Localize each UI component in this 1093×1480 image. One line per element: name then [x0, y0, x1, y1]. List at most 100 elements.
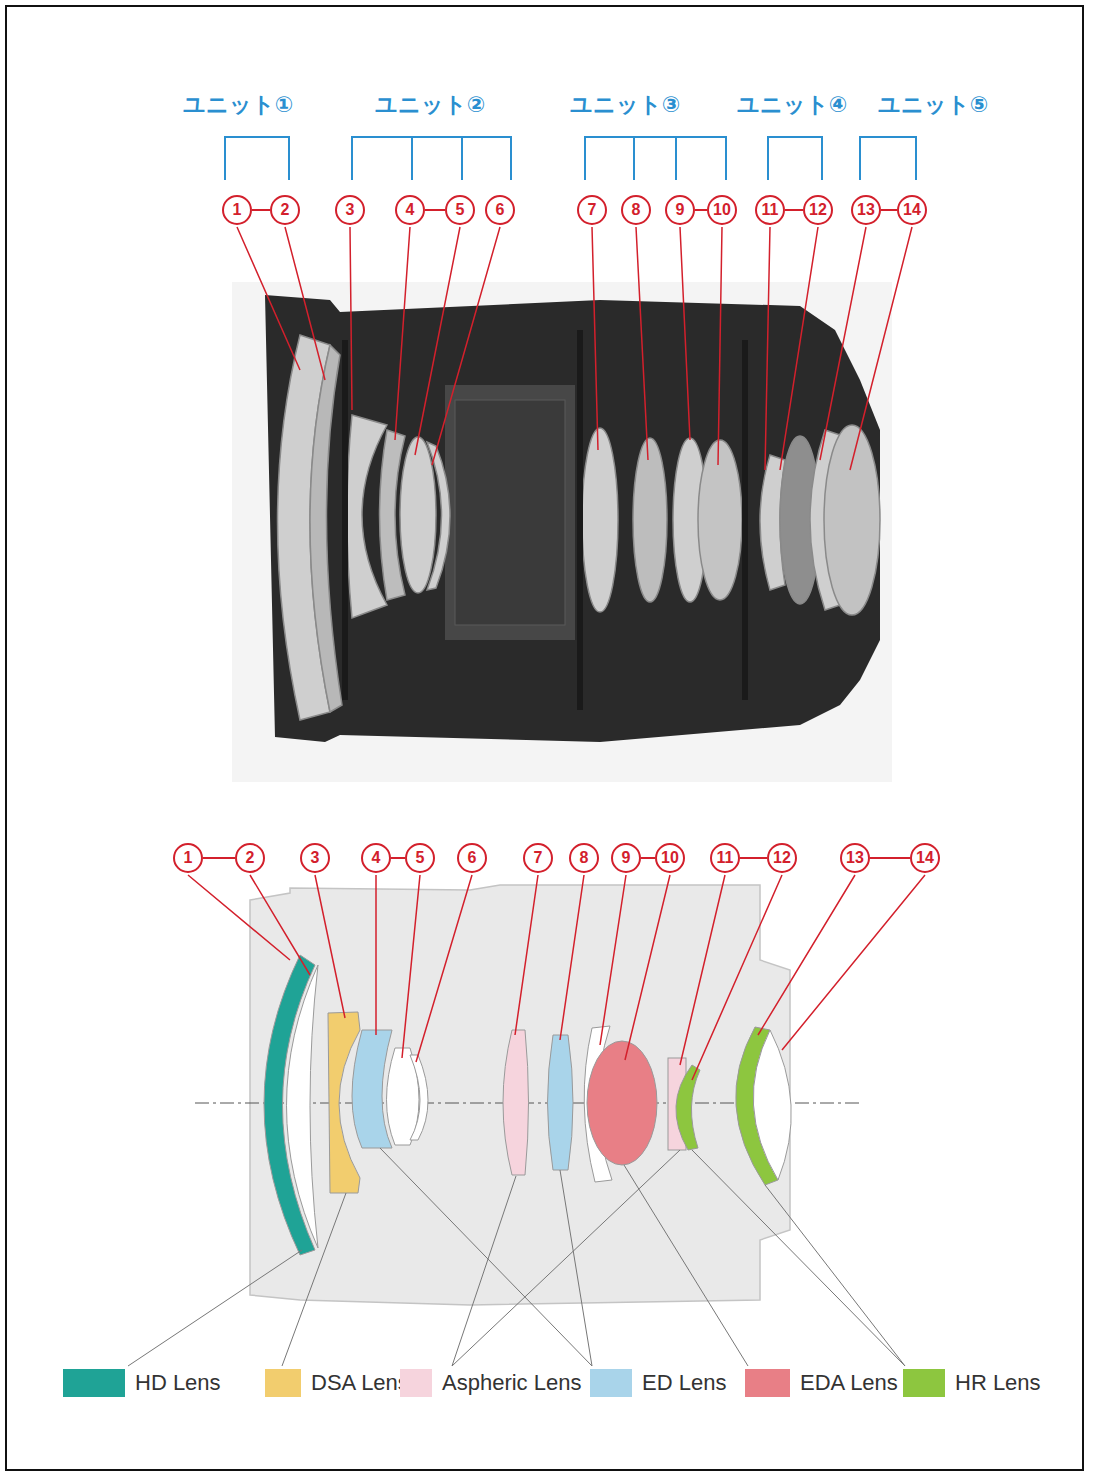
cross-section-photo — [232, 282, 892, 782]
callout-number: 7 — [523, 843, 553, 873]
callout-number: 10 — [707, 195, 737, 225]
unit-label: ユニット② — [375, 90, 486, 120]
connector-line — [870, 857, 910, 859]
legend-swatch — [400, 1369, 432, 1397]
callout-number: 6 — [485, 195, 515, 225]
callout-text: 8 — [632, 202, 641, 218]
callout-text: 1 — [233, 202, 242, 218]
lens-element — [633, 438, 667, 602]
callout-text: 4 — [372, 850, 381, 866]
lens — [287, 965, 319, 1248]
callout-text: 7 — [588, 202, 597, 218]
connector — [391, 858, 405, 859]
lens — [410, 1055, 428, 1140]
legend-text: ED Lens — [642, 1370, 726, 1396]
leader-line — [237, 227, 912, 470]
callout-text: 5 — [416, 850, 425, 866]
connector — [881, 210, 897, 211]
legend-swatch — [63, 1369, 125, 1397]
lens-housing — [265, 295, 880, 742]
callout-number: 12 — [767, 843, 797, 873]
legend-text: HR Lens — [955, 1370, 1041, 1396]
leader-lines — [237, 227, 912, 470]
bracket — [768, 137, 822, 180]
callout-number: 5 — [445, 195, 475, 225]
legend-swatch — [590, 1369, 632, 1397]
callout-number: 2 — [270, 195, 300, 225]
inner-barrel — [455, 400, 565, 625]
connector-line — [881, 209, 897, 211]
callout-text: 9 — [622, 850, 631, 866]
callout-text: 3 — [311, 850, 320, 866]
eda-lens — [587, 1041, 657, 1165]
unit-label: ユニット③ — [570, 90, 681, 120]
bracket — [860, 137, 916, 180]
photo-ground — [232, 282, 892, 782]
ed-lens — [352, 1030, 392, 1148]
unit-label: ユニット⑤ — [878, 90, 989, 120]
lens — [753, 1030, 791, 1180]
bracket — [585, 137, 726, 180]
callout-text: 13 — [846, 850, 864, 866]
ed-lens — [548, 1035, 574, 1170]
connector — [695, 210, 707, 211]
connector — [203, 858, 235, 859]
callout-text: 12 — [809, 202, 827, 218]
legend-text: EDA Lens — [800, 1370, 898, 1396]
connector — [641, 858, 655, 859]
callout-text: 13 — [857, 202, 875, 218]
callout-number: 6 — [457, 843, 487, 873]
hr-lens — [676, 1065, 700, 1150]
connector — [785, 210, 803, 211]
lens-element — [824, 425, 880, 615]
callout-number: 1 — [173, 843, 203, 873]
lens-element — [698, 440, 742, 600]
callout-number: 9 — [665, 195, 695, 225]
connector-line — [641, 857, 655, 859]
bracket — [225, 137, 289, 180]
legend-swatch — [903, 1369, 945, 1397]
connector-line — [391, 857, 405, 859]
lens-element — [427, 442, 450, 590]
lens-element — [400, 437, 436, 593]
connector-line — [425, 209, 445, 211]
callout-number: 3 — [300, 843, 330, 873]
callout-text: 1 — [184, 850, 193, 866]
legend-swatch — [265, 1369, 301, 1397]
callout-number: 11 — [710, 843, 740, 873]
callout-number: 14 — [910, 843, 940, 873]
callout-text: 14 — [916, 850, 934, 866]
connector — [425, 210, 445, 211]
callout-text: 6 — [468, 850, 477, 866]
callout-text: 11 — [717, 850, 734, 866]
callout-text: 3 — [346, 202, 355, 218]
callout-number: 13 — [840, 843, 870, 873]
callout-number: 1 — [222, 195, 252, 225]
unit-label: ユニット① — [183, 90, 294, 120]
callout-text: 5 — [456, 202, 465, 218]
connector-line — [695, 209, 707, 211]
callout-number: 4 — [361, 843, 391, 873]
callout-number: 5 — [405, 843, 435, 873]
lens-schematic — [128, 875, 925, 1366]
connector-line — [740, 857, 767, 859]
bracket — [352, 137, 511, 180]
callout-text: 12 — [773, 850, 791, 866]
callout-text: 4 — [406, 202, 415, 218]
legend-text: Aspheric Lens — [442, 1370, 581, 1396]
callout-text: 7 — [534, 850, 543, 866]
callout-number: 3 — [335, 195, 365, 225]
callout-text: 2 — [246, 850, 255, 866]
callout-text: 6 — [496, 202, 505, 218]
lens-element — [310, 345, 342, 712]
aspheric-lens — [503, 1030, 529, 1175]
connector-line — [785, 209, 803, 211]
legend-text: HD Lens — [135, 1370, 221, 1396]
legend-text: DSA Lens — [311, 1370, 409, 1396]
leader-line — [188, 875, 925, 1080]
callout-number: 8 — [569, 843, 599, 873]
